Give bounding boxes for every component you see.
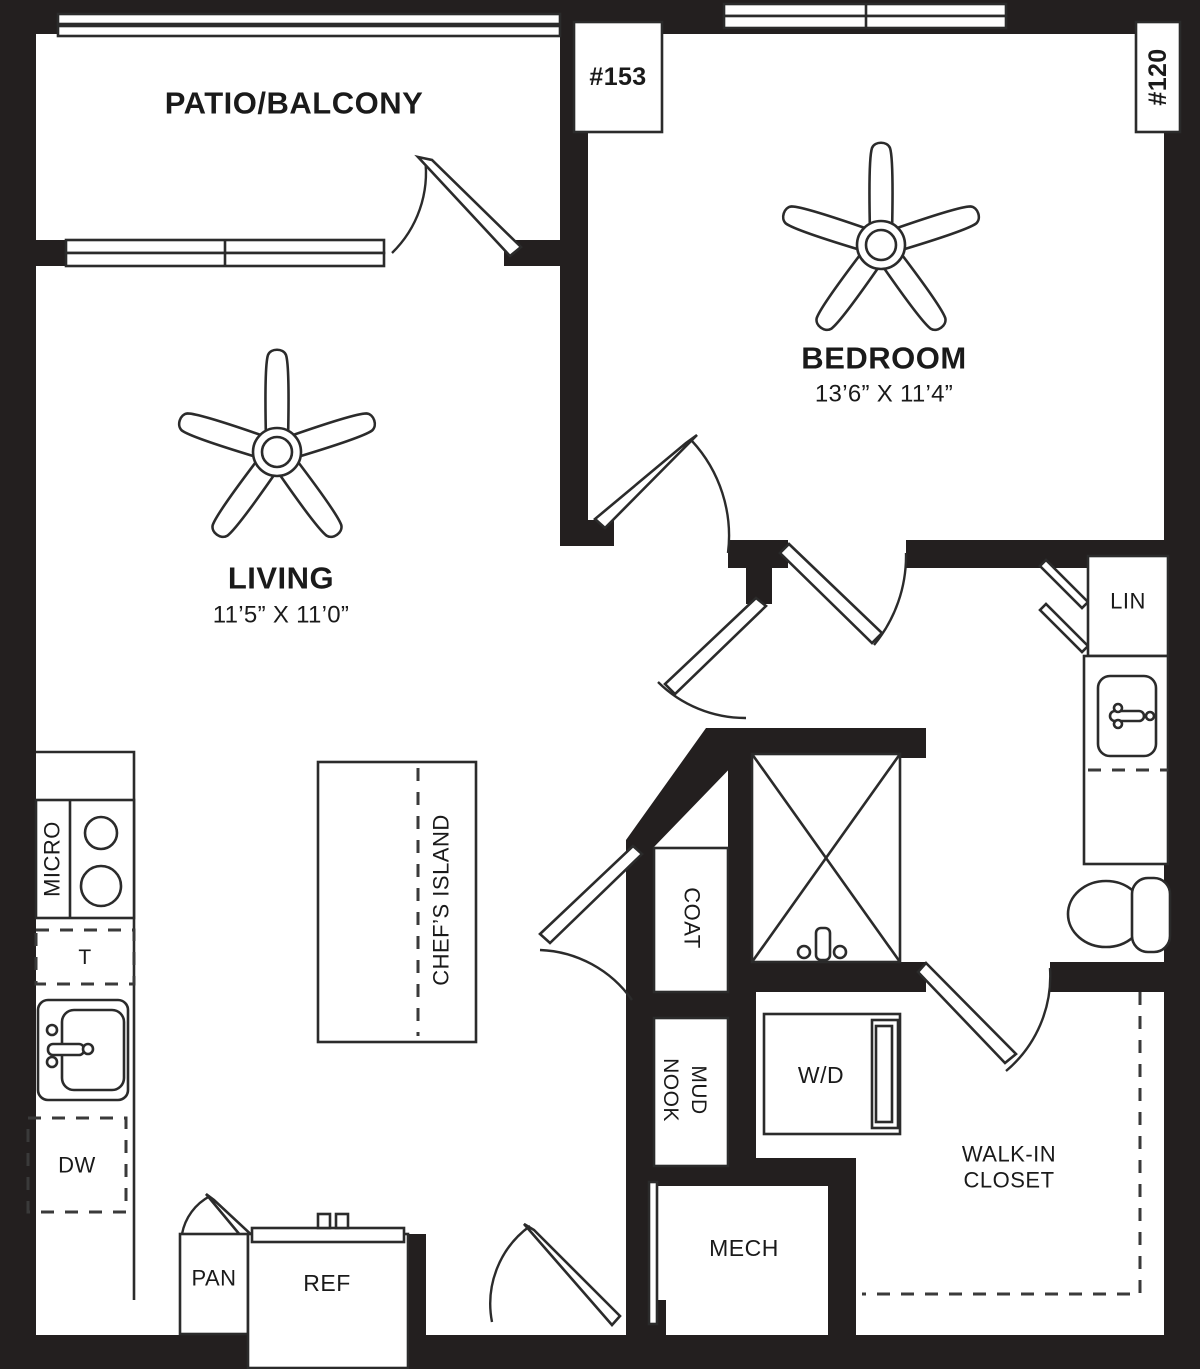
bathroom [750, 554, 1172, 964]
doors [180, 154, 1090, 1327]
windows [56, 2, 1008, 268]
door-bath-hall [778, 542, 908, 646]
closets [652, 846, 1142, 1296]
door-linen-closet [1038, 558, 1090, 654]
door-bedroom [593, 433, 731, 554]
living-window [64, 238, 386, 268]
door-hall-living [657, 596, 768, 720]
door-coat-closet [538, 844, 644, 1001]
door-balcony [391, 154, 523, 258]
bedroom-window [722, 2, 1008, 30]
kitchen [26, 750, 478, 1369]
ceiling-fan-bedroom [781, 141, 981, 332]
unit-tag-boxes [572, 20, 1182, 134]
balcony-railing [56, 12, 562, 38]
door-walk-in-closet [916, 961, 1052, 1072]
ceiling-fan-living [177, 348, 377, 539]
door-entry [489, 1222, 622, 1327]
door-mech [647, 1180, 659, 1326]
